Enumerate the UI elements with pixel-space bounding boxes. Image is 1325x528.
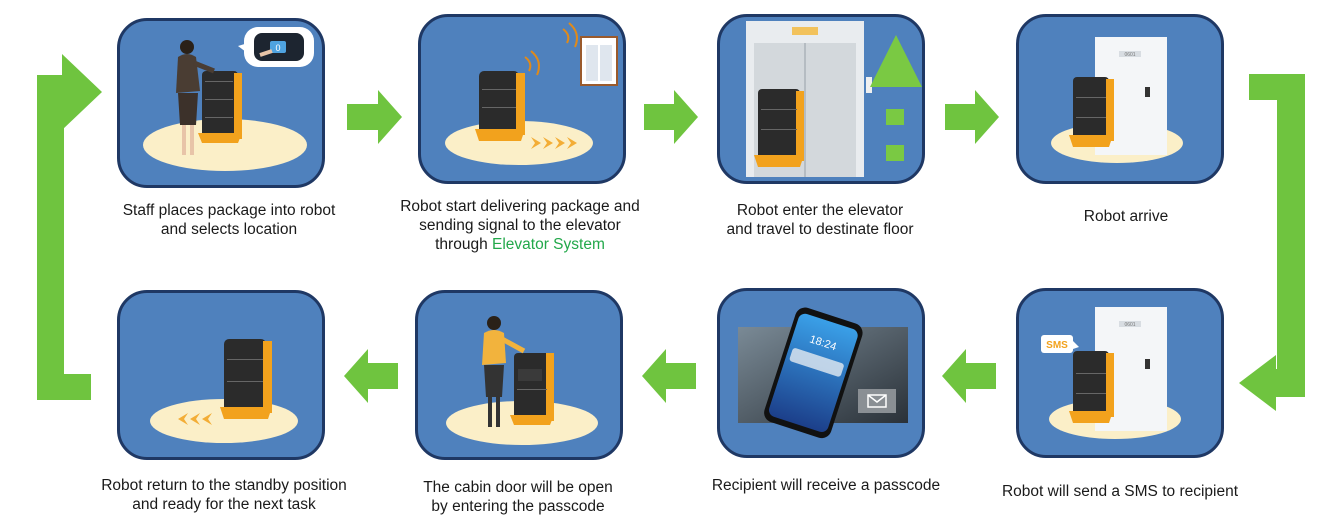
robot-delivering-illustration xyxy=(445,22,618,165)
step-caption-8: Robot return to the standby position and… xyxy=(101,477,347,513)
screen-button-label: 0 xyxy=(275,43,280,53)
mail-icon xyxy=(867,394,887,408)
robot-return-illustration xyxy=(150,339,298,443)
arrow-connector-right xyxy=(1239,74,1305,411)
robot-arrive-illustration: 0601 xyxy=(1051,37,1183,163)
step-card-1: 0 xyxy=(117,18,325,188)
cabin-door-open-illustration xyxy=(446,316,598,445)
step-caption-2: Robot start delivering package and sendi… xyxy=(400,198,640,253)
staff-loading-illustration: 0 xyxy=(143,27,314,171)
sms-badge: SMS xyxy=(1046,340,1068,351)
step-card-2 xyxy=(418,14,626,184)
arrow-left-2 xyxy=(642,349,696,403)
arrow-right-1 xyxy=(347,90,402,144)
robot-send-sms-illustration: 0601 SMS xyxy=(1041,307,1181,439)
elevator-system-highlight: Elevator System xyxy=(492,236,605,253)
door-number: 0601 xyxy=(1124,322,1135,328)
step-card-7 xyxy=(415,290,623,460)
step-caption-7: The cabin door will be open by entering … xyxy=(423,479,613,515)
step-card-6: 18:24 xyxy=(717,288,925,458)
screen-button-icon xyxy=(270,41,286,53)
step-caption-4: Robot arrive xyxy=(1083,208,1169,225)
arrow-right-3 xyxy=(945,90,999,144)
step-card-4: 0601 xyxy=(1016,14,1224,184)
step-caption-3: Robot enter the elevator and travel to d… xyxy=(726,202,914,238)
arrow-right-2 xyxy=(644,90,698,144)
arrow-left-3 xyxy=(344,349,398,403)
arrow-connector-left xyxy=(37,54,102,400)
step-card-5: 0601 SMS xyxy=(1016,288,1224,458)
step-caption-1: Staff places package into robot and sele… xyxy=(122,202,336,238)
phone-passcode-illustration: 18:24 xyxy=(738,307,908,439)
door-number: 0601 xyxy=(1124,52,1135,58)
step-caption-6: Recipient will receive a passcode xyxy=(711,477,941,494)
step-card-8 xyxy=(117,290,325,460)
step-caption-5: Robot will send a SMS to recipient xyxy=(1001,483,1239,500)
robot-elevator-illustration xyxy=(746,21,922,177)
arrow-left-1 xyxy=(942,349,996,403)
step-card-3 xyxy=(717,14,925,184)
up-arrow-icon xyxy=(870,35,922,87)
